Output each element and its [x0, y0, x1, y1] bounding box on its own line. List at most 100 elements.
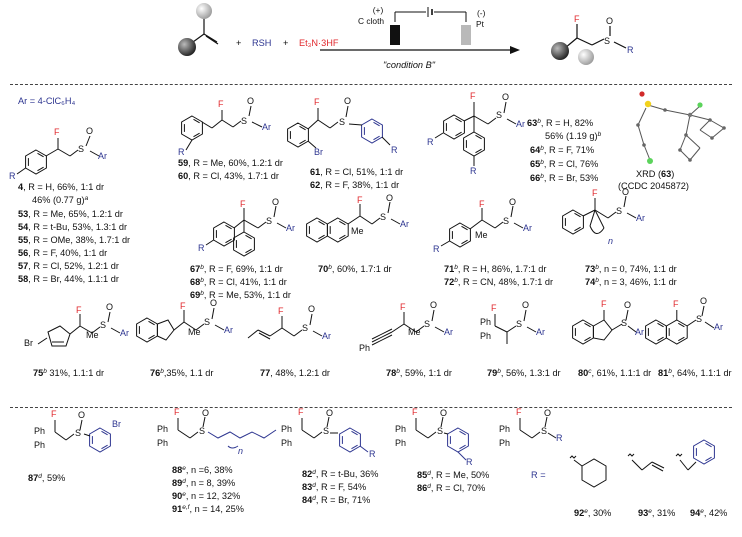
- structure-87: [54, 419, 111, 453]
- compound-74: 74b, n = 3, 46%, 1:1 dr: [585, 277, 677, 287]
- label-S: S: [424, 319, 431, 329]
- structure-63: [434, 101, 517, 166]
- label-Ar: Ar: [262, 122, 271, 132]
- structure-88: [177, 416, 277, 449]
- reagent-et3n-3hf: Et₃N·3HF: [299, 38, 339, 48]
- plus-sign-1: +: [236, 38, 242, 48]
- cathode-sign: (-): [477, 8, 486, 18]
- compound-84: 84d, R = Br, 71%: [302, 495, 371, 505]
- label-n: n: [608, 236, 614, 246]
- label-R: R: [470, 166, 477, 176]
- compound-77: 77, 48%, 1.2:1 dr: [260, 368, 330, 378]
- xrd-label: XRD (63): [636, 169, 675, 179]
- xrd-ccdc: (CCDC 2045872): [618, 181, 689, 191]
- label-O: O: [326, 408, 334, 418]
- compound-88: 88e, n =6, 38%: [172, 465, 233, 475]
- label-S: S: [302, 323, 309, 333]
- label-Ar: Ar: [444, 327, 453, 337]
- compound-86: 86d, R = Cl, 70%: [417, 483, 486, 493]
- structure-59: [181, 105, 263, 151]
- label-S: S: [621, 318, 628, 328]
- product-s: S: [604, 36, 611, 46]
- label-F: F: [76, 305, 82, 315]
- compound-60: 60, R = Cl, 43%, 1.7:1 dr: [178, 171, 279, 181]
- structure-92-cyclohexyl: [569, 455, 607, 488]
- compound-4-scale: 46% (0.77 g)a: [32, 195, 89, 205]
- label-R: R: [556, 433, 563, 443]
- label-Me: Me: [475, 230, 488, 240]
- label-R: R: [391, 145, 398, 155]
- label-O: O: [247, 96, 255, 106]
- condition-label: "condition B": [383, 60, 435, 70]
- label-R: R: [9, 171, 16, 181]
- compound-63-scale: 56% (1.19 g)b: [545, 131, 602, 141]
- label-F: F: [51, 409, 57, 419]
- label-O: O: [622, 187, 630, 197]
- structure-78: [371, 309, 445, 346]
- label-Ar: Ar: [286, 223, 295, 233]
- label-Me: Me: [86, 330, 99, 340]
- structure-4: [16, 135, 100, 175]
- label-Ph: Ph: [480, 317, 492, 327]
- compound-72: 72b, R = CN, 48%, 1.7:1 dr: [444, 277, 554, 287]
- label-S: S: [266, 216, 273, 226]
- structure-80: [572, 309, 637, 345]
- label-Ar: Ar: [714, 322, 723, 332]
- compound-89: 89d, n = 8, 39%: [172, 478, 236, 488]
- label-O: O: [344, 96, 352, 106]
- structure-73: [562, 195, 637, 235]
- structure-92-94-core: [519, 416, 557, 439]
- label-Br: Br: [314, 147, 323, 157]
- label-R: R: [369, 449, 376, 459]
- label-S: S: [380, 212, 387, 222]
- compound-90: 90e, n = 12, 32%: [172, 491, 241, 501]
- label-S: S: [78, 144, 85, 154]
- structure-94-benzyl: [675, 439, 715, 471]
- label-S: S: [204, 317, 211, 327]
- label-Ph: Ph: [34, 440, 46, 450]
- reaction-arrow-head: [510, 46, 520, 54]
- cathode-label: Pt: [476, 19, 484, 29]
- label-Me: Me: [408, 327, 421, 337]
- compound-65: 65b, R = Cl, 76%: [530, 159, 599, 169]
- label-S: S: [503, 216, 510, 226]
- structure-79: [494, 309, 537, 344]
- label-S: S: [100, 320, 107, 330]
- electrolysis-cell-icon: [390, 7, 471, 45]
- label-F: F: [298, 407, 304, 417]
- plus-sign-2: +: [283, 38, 289, 48]
- label-F: F: [592, 188, 598, 198]
- structure-70: [306, 201, 401, 243]
- label-F: F: [174, 407, 180, 417]
- label-S: S: [616, 206, 623, 216]
- label-Ar: Ar: [635, 327, 644, 337]
- structure-93-allyl: [627, 453, 665, 472]
- label-O: O: [502, 92, 510, 102]
- label-O: O: [308, 304, 316, 314]
- compound-83: 83d, R = F, 54%: [302, 482, 367, 492]
- compound-81: 81b, 64%, 1.1:1 dr: [658, 368, 732, 378]
- label-R: R: [433, 244, 440, 254]
- compound-71: 71b, R = H, 86%, 1.7:1 dr: [444, 264, 547, 274]
- label-Ar: Ar: [516, 119, 525, 129]
- label-R: R: [178, 147, 185, 157]
- compound-94: 94e, 42%: [690, 508, 728, 518]
- compound-78: 78b, 59%, 1:1 dr: [386, 368, 452, 378]
- compound-92: 92e, 30%: [574, 508, 612, 518]
- structure-75: [37, 311, 121, 347]
- structure-76: [136, 307, 225, 343]
- label-Ar: Ar: [224, 325, 233, 335]
- compound-54: 54, R = t-Bu, 53%, 1.3:1 dr: [18, 222, 128, 232]
- compound-87: 87d, 59%: [28, 473, 66, 483]
- compound-79: 79b, 56%, 1.3:1 dr: [487, 368, 561, 378]
- label-F: F: [218, 99, 224, 109]
- label-Ar: Ar: [636, 213, 645, 223]
- compound-93: 93e, 31%: [638, 508, 676, 518]
- compound-76: 76b,35%, 1.1 dr: [150, 368, 214, 378]
- label-O: O: [386, 193, 394, 203]
- anode-label: C cloth: [358, 16, 385, 26]
- compound-91: 91e,f, n = 14, 25%: [172, 504, 244, 514]
- label-Ph: Ph: [281, 424, 293, 434]
- anode-sign: (+): [372, 5, 384, 15]
